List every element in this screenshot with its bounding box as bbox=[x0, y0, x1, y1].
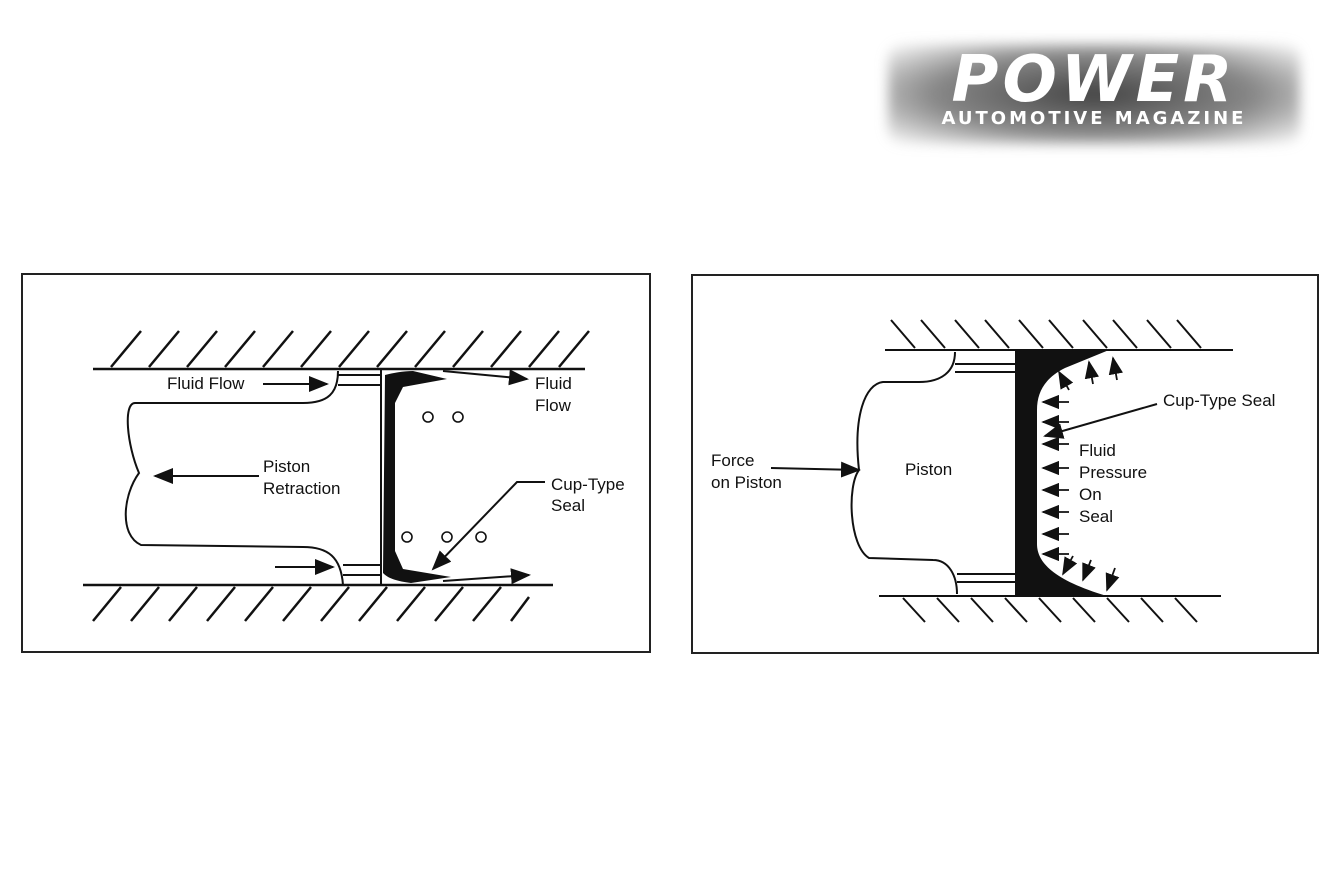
logo-title: POWER bbox=[951, 43, 1237, 117]
cup-seal-label-1: Cup-Type bbox=[551, 475, 625, 494]
pressure-label-1: Fluid bbox=[1079, 441, 1116, 460]
fluid-pressure-diagram: Force on Piston Piston Cup-Type Seal Flu… bbox=[691, 274, 1319, 654]
piston-retraction-diagram: Fluid Flow Fluid Flow Piston Retraction … bbox=[21, 273, 651, 653]
piston-label-2: Retraction bbox=[263, 479, 341, 498]
fluid-flow-out-label-1: Fluid bbox=[535, 374, 572, 393]
cup-seal bbox=[1015, 350, 1109, 596]
fluid-flow-out-arrow-bottom bbox=[442, 568, 531, 585]
top-cylinder-wall bbox=[885, 319, 1233, 351]
seal-pointer-arrow bbox=[431, 481, 545, 571]
cup-seal bbox=[383, 371, 451, 583]
logo-background bbox=[888, 44, 1300, 144]
cup-seal-label-2: Seal bbox=[551, 496, 586, 515]
fluid-flow-out-arrow-top bbox=[442, 369, 529, 386]
pressure-label-3: On bbox=[1079, 485, 1102, 504]
logo-subtitle: AUTOMOTIVE MAGAZINE bbox=[941, 108, 1247, 129]
seal-pointer-arrow bbox=[1043, 403, 1158, 439]
power-magazine-logo: POWER AUTOMOTIVE MAGAZINE bbox=[888, 44, 1300, 144]
cup-seal-label: Cup-Type Seal bbox=[1163, 391, 1276, 410]
fluid-pressure-drawing bbox=[770, 319, 1233, 623]
pressure-label-4: Seal bbox=[1079, 507, 1114, 526]
bottom-cylinder-wall bbox=[879, 595, 1221, 623]
force-label-1: Force bbox=[711, 451, 755, 470]
piston-retraction-drawing bbox=[83, 330, 590, 622]
top-cylinder-wall bbox=[93, 330, 590, 371]
fluid-flow-out-label-2: Flow bbox=[535, 396, 571, 415]
pressure-arrows bbox=[1041, 356, 1123, 592]
fluid-bubbles bbox=[401, 411, 487, 543]
bottom-cylinder-wall bbox=[83, 583, 553, 622]
piston-body bbox=[124, 369, 382, 586]
seal-spring bbox=[398, 403, 410, 551]
pressure-label-2: Pressure bbox=[1079, 463, 1148, 482]
force-label-2: on Piston bbox=[711, 473, 782, 492]
force-arrow bbox=[770, 461, 861, 478]
piston-label: Piston bbox=[905, 460, 953, 479]
piston-label-1: Piston bbox=[263, 457, 311, 476]
fluid-flow-label: Fluid Flow bbox=[167, 374, 245, 393]
